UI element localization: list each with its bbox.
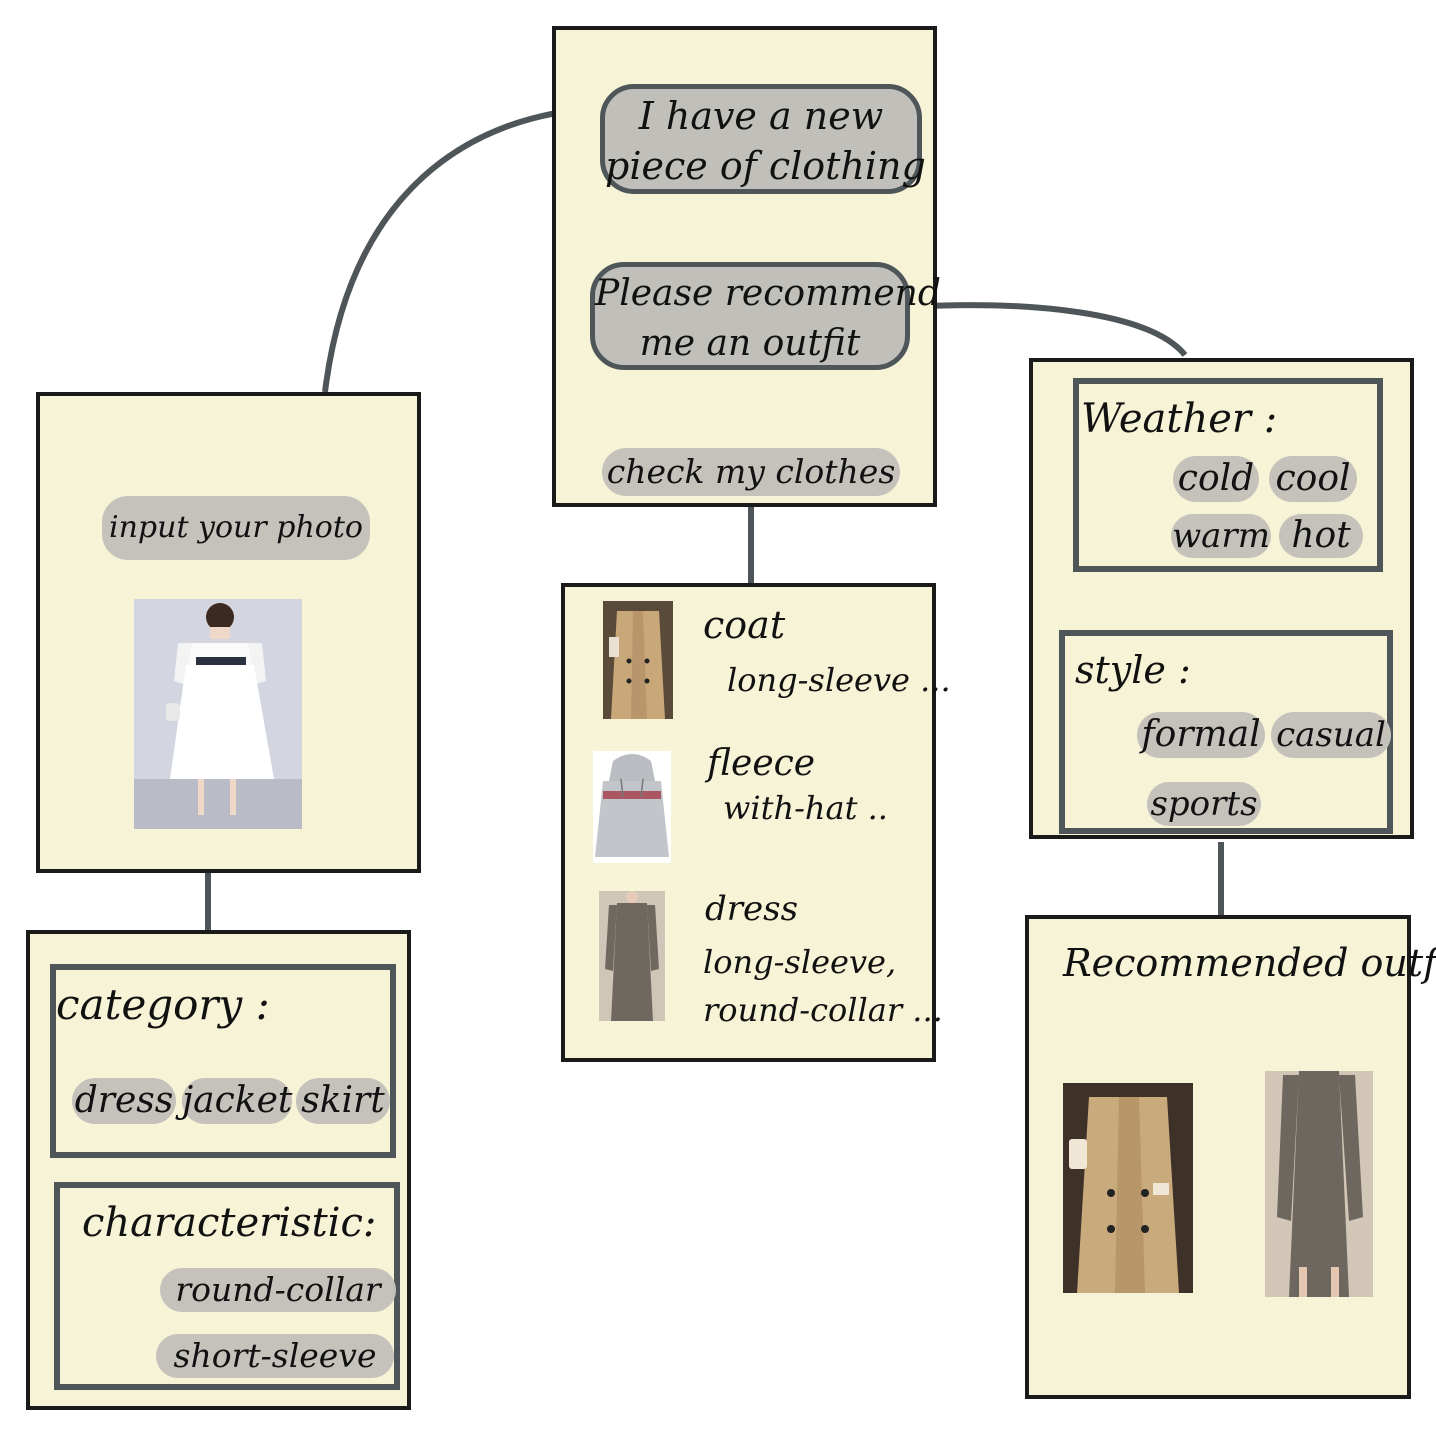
wardrobe-item-fleece-photo[interactable] xyxy=(593,751,671,863)
white-dress-photo xyxy=(134,599,302,829)
wardrobe-item-coat-desc: long-sleeve ... xyxy=(727,661,951,699)
result-dress-photo xyxy=(1265,1071,1373,1297)
style-box: style : formal casual sports xyxy=(1059,630,1393,834)
wardrobe-item-coat-name: coat xyxy=(703,603,786,647)
weather-box: Weather : cold cool warm hot xyxy=(1073,378,1383,572)
new-clothing-button[interactable]: I have a new piece of clothing xyxy=(600,84,926,194)
upload-panel: input your photo xyxy=(36,392,421,873)
wardrobe-item-coat-photo[interactable] xyxy=(603,601,673,719)
weather-label: Weather : xyxy=(1081,396,1278,442)
style-casual[interactable]: casual xyxy=(1271,712,1391,758)
weather-hot[interactable]: hot xyxy=(1279,514,1363,558)
characteristic-short-sleeve[interactable]: short-sleeve xyxy=(156,1334,394,1378)
style-sports[interactable]: sports xyxy=(1147,782,1261,826)
result-title: Recommended outfit xyxy=(1063,941,1436,985)
chat-panel: I have a new piece of clothing Please re… xyxy=(552,26,941,507)
characteristic-round-collar[interactable]: round-collar xyxy=(160,1268,396,1312)
new-clothing-line2: piece of clothing xyxy=(605,144,926,188)
input-photo-button[interactable]: input your photo xyxy=(102,496,370,560)
style-label: style : xyxy=(1075,648,1191,692)
category-label: category : xyxy=(56,980,270,1029)
recommend-line1: Please recommend xyxy=(595,273,941,314)
recommend-outfit-button[interactable]: Please recommend me an outfit xyxy=(590,262,941,370)
category-jacket[interactable]: jacket xyxy=(182,1078,292,1124)
new-clothing-line1: I have a new xyxy=(638,94,884,138)
category-skirt[interactable]: skirt xyxy=(296,1078,390,1124)
weather-warm[interactable]: warm xyxy=(1171,514,1271,558)
connector-chat-to-preferences xyxy=(904,302,1188,357)
category-dress[interactable]: dress xyxy=(72,1078,176,1124)
result-coat-photo xyxy=(1063,1083,1193,1293)
wardrobe-item-dress-photo[interactable] xyxy=(599,891,665,1021)
recommend-line2: me an outfit xyxy=(639,323,861,364)
weather-cold[interactable]: cold xyxy=(1173,456,1259,502)
weather-cool[interactable]: cool xyxy=(1269,456,1357,502)
result-panel: Recommended outfit xyxy=(1025,915,1436,1399)
wardrobe-item-dress-name: dress xyxy=(705,889,799,929)
wardrobe-item-fleece-desc: with-hat .. xyxy=(723,789,888,827)
style-formal[interactable]: formal xyxy=(1137,712,1265,758)
category-box: category : dress jacket skirt xyxy=(50,964,396,1158)
characteristic-label: characteristic: xyxy=(82,1200,377,1246)
check-clothes-button[interactable]: check my clothes xyxy=(602,448,900,496)
wardrobe-panel: coat long-sleeve ... fleece with-hat .. … xyxy=(561,583,951,1062)
characteristic-box: characteristic: round-collar short-sleev… xyxy=(54,1182,400,1390)
wardrobe-item-dress-desc: long-sleeve, xyxy=(703,943,897,981)
wardrobe-item-dress-desc2: round-collar ... xyxy=(703,991,943,1029)
wardrobe-item-fleece-name: fleece xyxy=(707,743,816,784)
attributes-panel: category : dress jacket skirt characteri… xyxy=(26,930,411,1410)
preferences-panel: Weather : cold cool warm hot style : for… xyxy=(1029,358,1414,839)
